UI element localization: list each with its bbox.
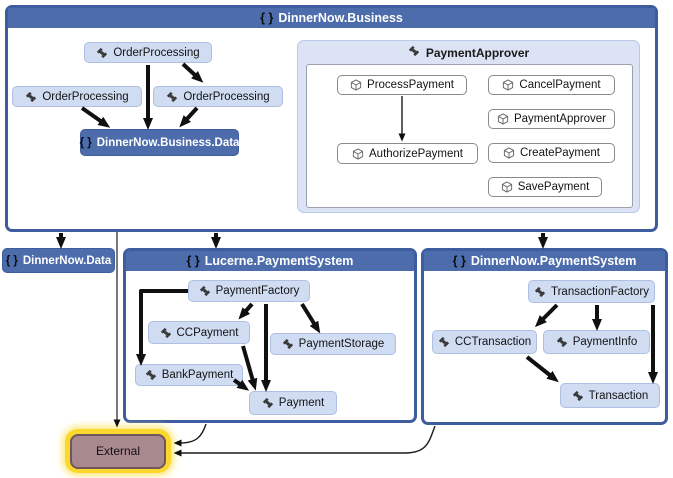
node-order-processing-right[interactable]: OrderProcessing (153, 86, 283, 107)
namespace-brace-icon: { } (186, 254, 200, 268)
class-icon (145, 369, 157, 381)
container-title: DinnerNow.Business (278, 11, 403, 25)
container-title: PaymentApprover (425, 45, 530, 60)
class-icon (262, 397, 274, 409)
component-icon (501, 181, 513, 193)
class-icon (282, 338, 294, 350)
node-order-processing-left[interactable]: OrderProcessing (12, 86, 142, 107)
node-label: DinnerNow.Data (22, 254, 112, 267)
external-label: External (95, 444, 141, 458)
node-payment-approver[interactable]: PaymentApprover (488, 109, 615, 129)
container-title: Lucerne.PaymentSystem (204, 254, 354, 268)
class-icon (25, 91, 37, 103)
node-label: PaymentInfo (572, 336, 638, 348)
node-label: SavePayment (517, 181, 590, 193)
node-create-payment[interactable]: CreatePayment (488, 143, 615, 163)
node-process-payment[interactable]: ProcessPayment (337, 75, 467, 95)
class-icon (534, 286, 546, 298)
container-title: DinnerNow.PaymentSystem (470, 254, 637, 268)
node-label: AuthorizePayment (369, 147, 463, 160)
class-icon (96, 47, 108, 59)
node-label: PaymentFactory (215, 285, 300, 297)
node-payment-storage[interactable]: PaymentStorage (270, 333, 396, 355)
class-icon (199, 285, 211, 297)
node-label: CancelPayment (519, 79, 601, 91)
node-label: DinnerNow.Business.Data (96, 136, 240, 149)
node-order-processing-top[interactable]: OrderProcessing (84, 42, 212, 63)
node-label: CCPayment (176, 326, 239, 339)
node-authorize-payment[interactable]: AuthorizePayment (337, 143, 478, 164)
node-label: CreatePayment (520, 147, 600, 159)
node-payment[interactable]: Payment (249, 391, 337, 415)
container-dinnernow-paymentsystem-header: { } DinnerNow.PaymentSystem (424, 251, 665, 271)
component-icon (502, 79, 514, 91)
class-icon (160, 327, 172, 339)
node-save-payment[interactable]: SavePayment (488, 177, 602, 197)
external-node[interactable]: External (65, 429, 171, 473)
node-label: Transaction (588, 389, 649, 402)
container-lucerne-paymentsystem-header: { } Lucerne.PaymentSystem (126, 251, 414, 271)
node-dinnernow-business-data[interactable]: { } DinnerNow.Business.Data (80, 129, 239, 156)
class-icon (572, 390, 584, 402)
class-icon (556, 336, 568, 348)
node-label: TransactionFactory (551, 285, 649, 298)
edge-lucerne-paymentsystem--external (173, 423, 207, 447)
node-dinnernow-data[interactable]: { } DinnerNow.Data (2, 248, 115, 273)
node-label: CCTransaction (454, 336, 532, 348)
node-transaction-factory[interactable]: TransactionFactory (528, 280, 655, 303)
node-payment-factory[interactable]: PaymentFactory (188, 280, 310, 302)
class-icon (166, 91, 178, 103)
component-icon (350, 79, 362, 91)
node-label: OrderProcessing (42, 90, 129, 103)
namespace-brace-icon: { } (452, 254, 466, 268)
node-cancel-payment[interactable]: CancelPayment (488, 75, 615, 95)
node-label: OrderProcessing (183, 90, 270, 103)
container-dinnernow-business-header: { } DinnerNow.Business (8, 8, 655, 28)
container-payment-approver-header: PaymentApprover (298, 41, 639, 64)
edge-dinnernow-paymentsystem--external (173, 425, 436, 457)
node-label: OrderProcessing (113, 46, 200, 59)
node-label: ProcessPayment (367, 79, 454, 91)
namespace-brace-icon: { } (5, 254, 18, 267)
class-icon (408, 45, 420, 60)
component-icon (503, 147, 515, 159)
node-cc-transaction[interactable]: CCTransaction (432, 330, 537, 354)
class-icon (438, 336, 450, 348)
node-bank-payment[interactable]: BankPayment (135, 364, 243, 386)
node-cc-payment[interactable]: CCPayment (148, 321, 250, 344)
namespace-brace-icon: { } (79, 136, 92, 149)
node-label: Payment (278, 397, 325, 409)
namespace-brace-icon: { } (260, 11, 274, 25)
node-transaction[interactable]: Transaction (560, 383, 660, 408)
component-icon (497, 113, 509, 125)
component-icon (352, 147, 364, 160)
node-payment-info[interactable]: PaymentInfo (543, 330, 650, 354)
node-label: BankPayment (161, 369, 234, 381)
node-label: PaymentApprover (513, 113, 607, 125)
node-label: PaymentStorage (298, 338, 385, 350)
external-node-inner: External (70, 433, 166, 469)
